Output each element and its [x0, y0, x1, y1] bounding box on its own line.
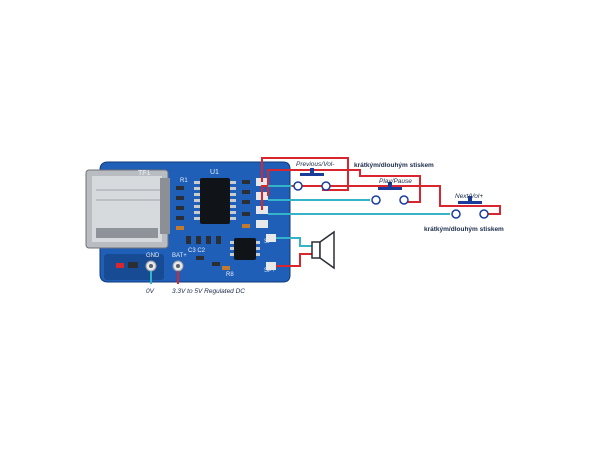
cyan-wires — [150, 185, 450, 284]
speaker-pad-plus — [266, 262, 276, 270]
label-play-pause: Play/Pause — [379, 178, 412, 185]
speaker-icon — [311, 230, 335, 270]
led-indicator — [116, 263, 124, 268]
silk-r8: R8 — [226, 272, 234, 278]
ic-chip-u1 — [194, 178, 236, 224]
speaker-pad-minus — [266, 234, 276, 242]
smd-components — [176, 180, 250, 266]
label-supply: 3.3V to 5V Regulated DC — [172, 288, 245, 295]
silk-gnd: GND — [146, 253, 160, 259]
button-previous-vol — [293, 168, 331, 191]
ic-amplifier — [230, 238, 260, 260]
silk-u1: U1 — [210, 169, 219, 176]
label-ground: 0V — [146, 288, 155, 295]
label-next-vol: Next/Vol+ — [455, 193, 483, 200]
silk-sp-plus: SP+ — [264, 268, 276, 274]
silk-tf: TF1 — [138, 170, 151, 177]
button-play-pause — [371, 182, 409, 205]
silk-c: C3 C2 — [188, 248, 206, 254]
pcb-board: TF1 U1 — [85, 161, 291, 283]
note-top: krátkým/dlouhým stiskem — [354, 162, 434, 169]
sd-card-slot — [85, 169, 170, 249]
label-previous-vol: Previous/Vol- — [296, 161, 335, 168]
silk-r1: R1 — [180, 178, 188, 184]
red-wires — [261, 157, 501, 267]
note-bottom: krátkým/dlouhým stiskem — [424, 226, 504, 233]
button-next-vol — [451, 196, 489, 219]
silk-bat: BAT+ — [172, 253, 187, 259]
